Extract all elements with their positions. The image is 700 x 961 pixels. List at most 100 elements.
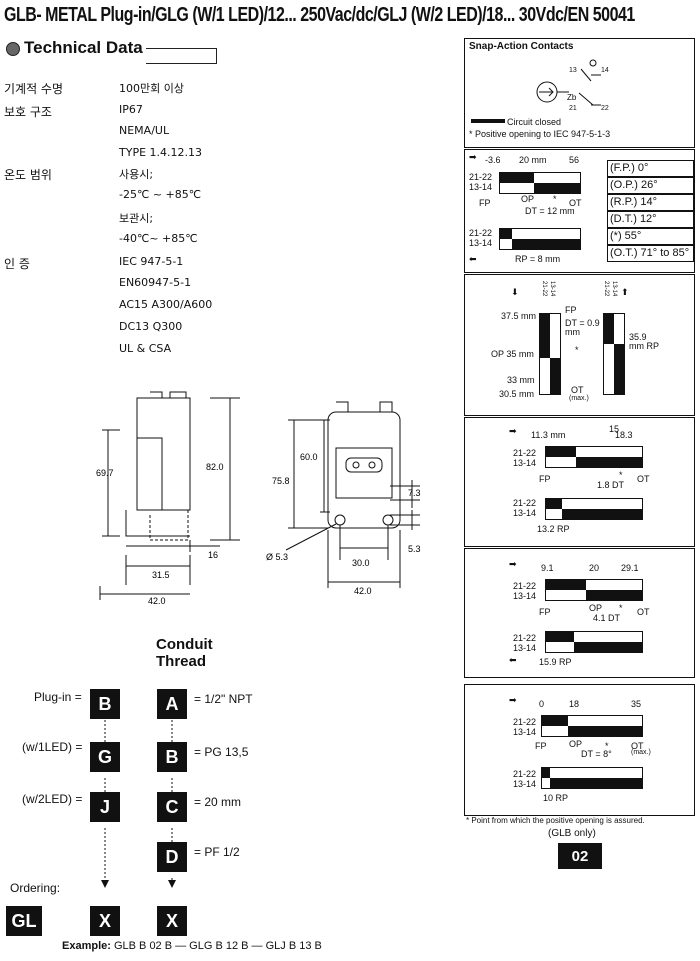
d1-op: OP — [521, 194, 535, 204]
spec-label: 온도 범위 — [4, 168, 52, 182]
technical-data-title: Technical Data — [24, 38, 143, 57]
code-box-b-thread: B — [157, 742, 187, 772]
d3-bar-top — [545, 446, 643, 468]
thread-pg-label: = PG 13,5 — [194, 745, 249, 759]
footnote: * Point from which the positive opening … — [466, 816, 645, 825]
d4-ot: OT — [637, 607, 650, 617]
order-box-x2: X — [157, 906, 187, 936]
d1-op-value: (O.P.) 26° — [607, 177, 694, 194]
example-text: GLB B 02 B — GLG B 12 B — GLJ B 13 B — [113, 940, 322, 952]
d4-b: 20 — [589, 563, 600, 573]
diagram-plunger: ⬇ ⬆ 21-22 13-14 21-22 13-14 37.5 mm OP 3… — [464, 274, 695, 416]
d5-c: 35 — [631, 699, 642, 709]
d2-b: OP 35 mm — [491, 349, 534, 359]
d3-fp: FP — [539, 474, 551, 484]
diagram-rotary-1: ➡ -3.6 20 mm 56 21-22 13-14 FP OP * OT D… — [464, 149, 695, 273]
d3-b: 15 — [609, 424, 620, 434]
terminal-21: 21 — [569, 105, 577, 112]
example-line: Example: GLB B 02 B — GLG B 12 B — GLJ B… — [62, 940, 322, 952]
d1-val-b: 20 mm — [519, 155, 547, 165]
positive-opening-note: * Positive opening to IEC 947-5-1-3 — [469, 129, 611, 139]
d4-c: 29.1 — [621, 563, 639, 573]
circuit-closed-label: Circuit closed — [507, 117, 562, 127]
d2-rp: 35.9 mm RP — [629, 332, 659, 351]
d5-c2: 13-14 — [513, 727, 537, 737]
spec-value: -25℃ ~ +85℃ — [119, 188, 202, 201]
code-box-a: A — [157, 689, 187, 719]
diagram-lever-1: ➡ 11.3 mm 15 18.3 21-22 13-14 FP 1.8 DT … — [464, 417, 695, 547]
thread-pf-label: = PF 1/2 — [194, 845, 240, 859]
spec-label: 기계적 수명 — [4, 82, 64, 96]
spec-label: 보호 구조 — [4, 105, 52, 119]
d5-max: (max.) — [631, 749, 651, 756]
spec-label: 인 증 — [4, 257, 30, 271]
d1-c2b: 13-14 — [469, 238, 493, 248]
arrow-right-icon: ➡ — [469, 152, 477, 162]
d3-c2b: 13-14 — [513, 508, 537, 518]
d1-angle-values: (F.P.) 0° (O.P.) 26° (R.P.) 14° (D.T.) 1… — [607, 160, 694, 262]
dim-side-69-7: 69.7 — [96, 468, 114, 478]
d3-a: 11.3 mm — [531, 430, 566, 440]
terminal-13: 13 — [569, 67, 577, 74]
w2led-label: (w/2LED) = — [22, 792, 83, 806]
d2-c2b: 13-14 — [611, 281, 617, 297]
d4-c1: 21-22 — [513, 581, 537, 591]
spec-value: IEC 947-5-1 — [119, 255, 184, 268]
arrow-right-icon: ➡ — [509, 559, 517, 569]
d4-a: 9.1 — [541, 563, 554, 573]
d5-b: 18 — [569, 699, 580, 709]
dim-front-60: 60.0 — [300, 452, 318, 462]
d4-fp: FP — [539, 607, 551, 617]
d1-c1b: 21-22 — [469, 228, 493, 238]
dim-front-hole: Ø 5.3 — [266, 552, 288, 562]
glb-code-box: 02 — [558, 843, 602, 869]
d1-bar-bottom — [499, 228, 581, 250]
d4-c2: 13-14 — [513, 591, 537, 601]
conduit-title-line2: Thread — [156, 653, 207, 670]
d2-bar-left — [539, 313, 561, 395]
d2-dt: DT = 0.9 mm — [565, 318, 600, 337]
dim-front-7-3: 7.3 — [408, 488, 421, 498]
d1-rp: RP = 8 mm — [515, 254, 561, 264]
spec-value: IP67 — [119, 103, 143, 116]
spec-value: 사용시; — [119, 168, 154, 181]
page-title: GLB- METAL Plug-in/GLG (W/1 LED)/12... 2… — [4, 4, 635, 26]
d3-ot: OT — [637, 474, 650, 484]
dim-front-5-3: 5.3 — [408, 544, 421, 554]
d2-d: 30.5 mm — [499, 389, 535, 399]
code-box-b: B — [90, 689, 120, 719]
d2-max: (max.) — [569, 395, 589, 402]
thread-npt-label: = 1/2" NPT — [194, 692, 253, 706]
dim-side-16: 16 — [208, 550, 218, 560]
d1-star-value: (*) 55° — [607, 228, 694, 245]
conduit-thread-title: Conduit Thread — [156, 636, 213, 670]
ordering-connectors — [101, 720, 176, 888]
spec-value: AC15 A300/A600 — [119, 298, 213, 311]
d5-op: OP — [569, 739, 583, 749]
contact-symbol — [536, 59, 601, 106]
glb-only-label: (GLB only) — [548, 828, 596, 839]
arrow-down-icon: ⬇ — [511, 287, 519, 297]
d2-bar-right — [603, 313, 625, 395]
d5-c2b: 13-14 — [513, 779, 537, 789]
d5-fp: FP — [535, 741, 547, 751]
arrow-left-icon: ⬅ — [469, 254, 477, 264]
d1-rp-value: (R.P.) 14° — [607, 194, 694, 211]
d3-star: * — [619, 470, 623, 480]
arrow-right-icon: ➡ — [509, 695, 517, 705]
order-box-x1: X — [90, 906, 120, 936]
d1-val-a: -3.6 — [485, 155, 501, 165]
d1-dt: DT = 12 mm — [525, 206, 575, 216]
d3-c2: 13-14 — [513, 458, 537, 468]
spec-value: EN60947-5-1 — [119, 276, 192, 289]
d5-ot: OT — [631, 741, 644, 751]
dimension-drawing: 69.7 82.0 16 31.5 42.0 60.0 75.8 7.3 5.3… — [96, 391, 421, 606]
panel-title: Snap-Action Contacts — [469, 41, 574, 52]
d4-c2b: 13-14 — [513, 643, 537, 653]
d4-c1b: 21-22 — [513, 633, 537, 643]
ordering-label: Ordering: — [10, 881, 61, 895]
arrow-up-icon: ⬆ — [621, 287, 629, 297]
spec-value: UL & CSA — [119, 342, 172, 355]
d2-star: * — [575, 345, 579, 355]
plug-in-label: Plug-in = — [34, 690, 82, 704]
